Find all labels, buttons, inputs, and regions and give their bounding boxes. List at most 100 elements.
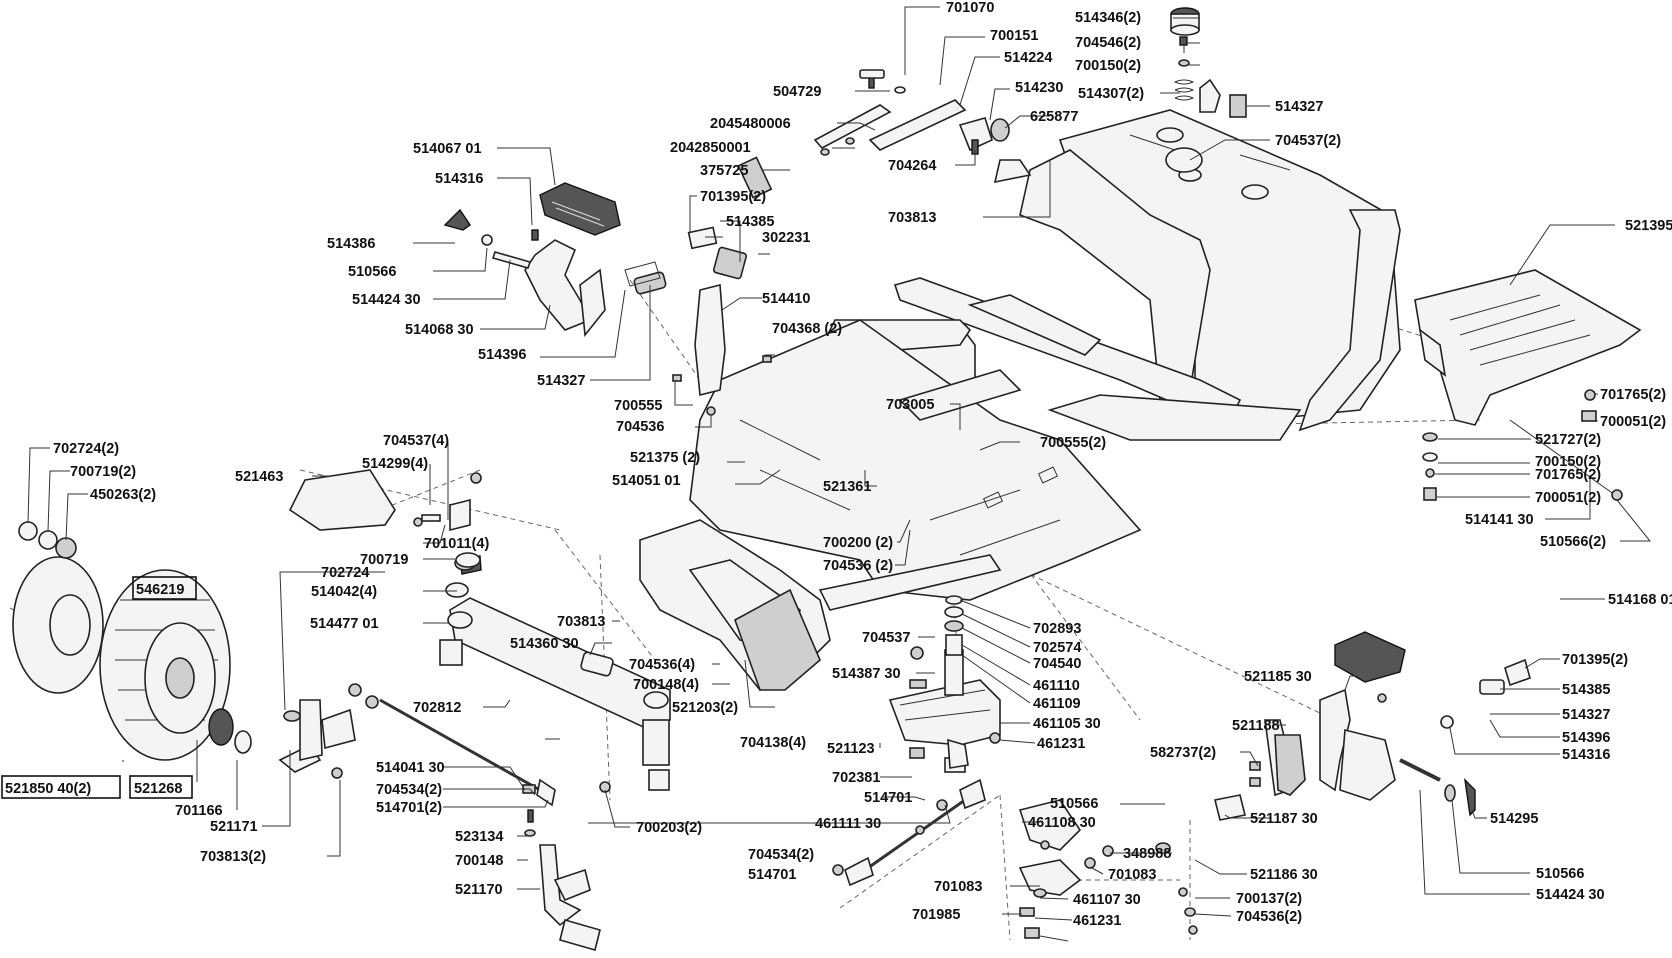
part-label: 514067 01 bbox=[413, 141, 482, 157]
part-label: 514051 01 bbox=[612, 473, 681, 489]
part-label: 521171 bbox=[210, 819, 258, 835]
part-label: 521187 30 bbox=[1250, 811, 1318, 827]
part-label: 704540 bbox=[1033, 656, 1081, 672]
part-label: 2045480006 bbox=[710, 116, 791, 132]
part-label: 704537(4) bbox=[383, 433, 449, 449]
part-label: 514327 bbox=[1275, 99, 1323, 115]
pedal-pad-left bbox=[539, 182, 621, 236]
part-label: 514316 bbox=[1562, 747, 1610, 763]
part-label: 701985 bbox=[912, 907, 960, 923]
rod-514224 bbox=[868, 99, 967, 151]
part-label: 450263(2) bbox=[90, 487, 156, 503]
front-axle-group bbox=[288, 469, 671, 791]
part-label: 700150(2) bbox=[1535, 454, 1601, 470]
part-label: 701083 bbox=[1108, 867, 1156, 883]
main-frame bbox=[639, 109, 1401, 692]
part-label: 700137(2) bbox=[1236, 891, 1302, 907]
part-label: 701765(2) bbox=[1600, 387, 1666, 403]
part-label: 704138(4) bbox=[740, 735, 806, 751]
part-label: 510566(2) bbox=[1540, 534, 1606, 550]
sector-461105 bbox=[888, 679, 1001, 746]
part-label: 521123 bbox=[827, 741, 875, 757]
bracket-461107 bbox=[1018, 859, 1082, 896]
part-label: 461109 bbox=[1033, 696, 1081, 712]
part-label: 700719 bbox=[360, 552, 408, 568]
part-label: 375725 bbox=[700, 163, 748, 179]
part-label: 521727(2) bbox=[1535, 432, 1601, 448]
part-label: 514385 bbox=[1562, 682, 1610, 698]
part-label: 514042(4) bbox=[311, 584, 377, 600]
part-label: 702724(2) bbox=[53, 441, 119, 457]
part-label: 461107 30 bbox=[1073, 892, 1141, 908]
part-label: 514424 30 bbox=[352, 292, 421, 308]
part-label: 700200 (2) bbox=[823, 535, 893, 551]
part-label: 514701 bbox=[864, 790, 912, 806]
part-label: 461110 bbox=[1033, 678, 1080, 694]
part-label: 514477 01 bbox=[310, 616, 379, 632]
part-label: 461105 30 bbox=[1033, 716, 1101, 732]
part-label: 348988 bbox=[1123, 846, 1171, 862]
right-plate bbox=[1414, 269, 1642, 501]
part-label: 700555(2) bbox=[1040, 435, 1106, 451]
part-label: 704534(2) bbox=[748, 847, 814, 863]
part-label: 514295 bbox=[1490, 811, 1538, 827]
leader-lines bbox=[27, 6, 1652, 942]
part-label: 701011(4) bbox=[424, 536, 489, 552]
part-label: 700555 bbox=[614, 398, 662, 414]
part-label: 704537(2) bbox=[1275, 133, 1341, 149]
part-label: 704536(4) bbox=[629, 657, 695, 673]
part-label: 514360 30 bbox=[510, 636, 579, 652]
part-label: 514410 bbox=[762, 291, 810, 307]
part-label: 514224 bbox=[1004, 50, 1052, 66]
part-label: 704536(2) bbox=[1236, 909, 1302, 925]
part-label: 514141 30 bbox=[1465, 512, 1534, 528]
part-label: 521188 bbox=[1232, 718, 1280, 734]
part-label: 521375 (2) bbox=[630, 450, 700, 466]
part-label: 701395(2) bbox=[1562, 652, 1628, 668]
part-label: 504729 bbox=[773, 84, 821, 100]
part-label: 521185 30 bbox=[1244, 669, 1312, 685]
part-label: 514316 bbox=[435, 171, 483, 187]
part-label: 514230 bbox=[1015, 80, 1063, 96]
part-label: 700203(2) bbox=[636, 820, 702, 836]
part-label: 702893 bbox=[1033, 621, 1081, 637]
part-label: 703813 bbox=[888, 210, 936, 226]
part-label: 700051(2) bbox=[1600, 414, 1666, 430]
part-label: 514168 01 bbox=[1608, 592, 1672, 608]
part-label: 514041 30 bbox=[376, 760, 445, 776]
part-labels: 701070 700151 514224 514346(2) 704546(2)… bbox=[5, 0, 1672, 929]
part-label: 514385 bbox=[726, 214, 774, 230]
bracket-514410 bbox=[694, 283, 726, 397]
part-label: 700150(2) bbox=[1075, 58, 1141, 74]
part-label: 704546(2) bbox=[1075, 35, 1141, 51]
part-label: 461108 30 bbox=[1028, 815, 1096, 831]
part-label: 510566 bbox=[348, 264, 396, 280]
part-label: 514396 bbox=[1562, 730, 1610, 746]
spindle-521170 bbox=[539, 844, 582, 927]
part-label: 700151 bbox=[990, 28, 1038, 44]
part-label: 704536 bbox=[616, 419, 664, 435]
part-label: 521463 bbox=[235, 469, 283, 485]
part-label: 704537 bbox=[862, 630, 910, 646]
part-label: 514701(2) bbox=[376, 800, 442, 816]
part-label: 701765(2) bbox=[1535, 467, 1601, 483]
guard-521463 bbox=[288, 469, 396, 531]
part-label: 704368 (2) bbox=[772, 321, 842, 337]
part-label: 521186 30 bbox=[1250, 867, 1318, 883]
part-label: 510566 bbox=[1536, 866, 1584, 882]
bracket-521188 bbox=[1274, 734, 1306, 796]
part-label: 514396 bbox=[478, 347, 526, 363]
part-label: 514068 30 bbox=[405, 322, 474, 338]
part-label: 703813(2) bbox=[200, 849, 266, 865]
part-label: 461231 bbox=[1073, 913, 1121, 929]
part-label: 625877 bbox=[1030, 109, 1078, 125]
part-label: 521395 bbox=[1625, 218, 1672, 234]
part-label: 702381 bbox=[832, 770, 880, 786]
bracket-461108 bbox=[1018, 799, 1082, 851]
part-label: 702724 bbox=[321, 565, 369, 581]
left-pedal-group bbox=[443, 182, 772, 416]
part-label: 704534(2) bbox=[376, 782, 442, 798]
part-label: 461111 30 bbox=[815, 816, 881, 832]
part-label: 514327 bbox=[537, 373, 585, 389]
